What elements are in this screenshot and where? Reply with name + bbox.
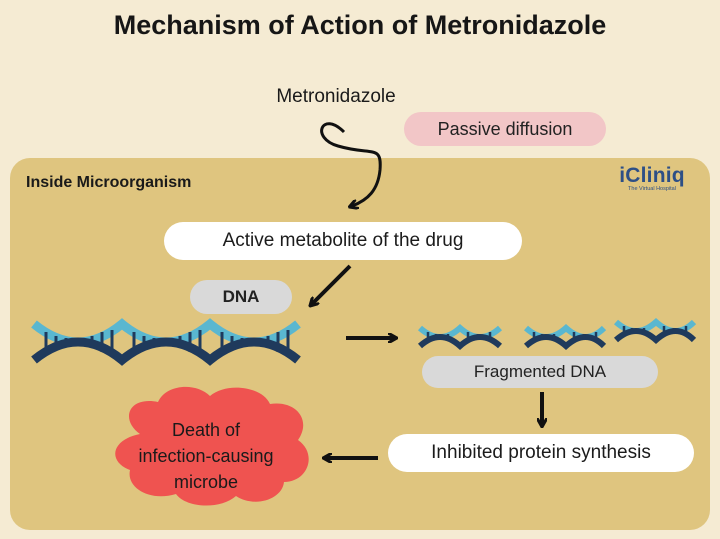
diagram-title: Mechanism of Action of Metronidazole — [113, 10, 607, 40]
metabolite-to-dna-arrow — [312, 264, 352, 304]
panel-label: Inside Microorganism — [26, 174, 192, 191]
logo-brand: iCliniq — [619, 164, 685, 187]
death-line: Death of — [171, 420, 241, 440]
death-cloud-shape — [115, 386, 309, 506]
dna-fragment-icon — [613, 317, 697, 345]
death-line: infection-causing — [138, 446, 274, 466]
death-text: Death of infection-causing microbe — [118, 417, 294, 495]
passive-diffusion-label: Passive diffusion — [404, 112, 606, 146]
logo-tagline: The Virtual Hospital — [628, 186, 676, 192]
dna-label: DNA — [190, 280, 292, 314]
active-metabolite-box: Active metabolite of the drug — [164, 222, 522, 260]
inhibited-protein-synthesis-box: Inhibited protein synthesis — [388, 434, 694, 472]
drug-label: Metronidazole — [276, 86, 396, 107]
brand-logo: iCliniq The Virtual Hospital — [612, 164, 692, 192]
diffusion-arrow — [320, 122, 382, 206]
dna-helix-icon — [31, 318, 301, 366]
dna-fragment-icon — [523, 323, 607, 351]
death-line: microbe — [173, 472, 239, 492]
fragmented-dna-label: Fragmented DNA — [422, 356, 658, 388]
dna-fragment-icon — [417, 323, 503, 351]
